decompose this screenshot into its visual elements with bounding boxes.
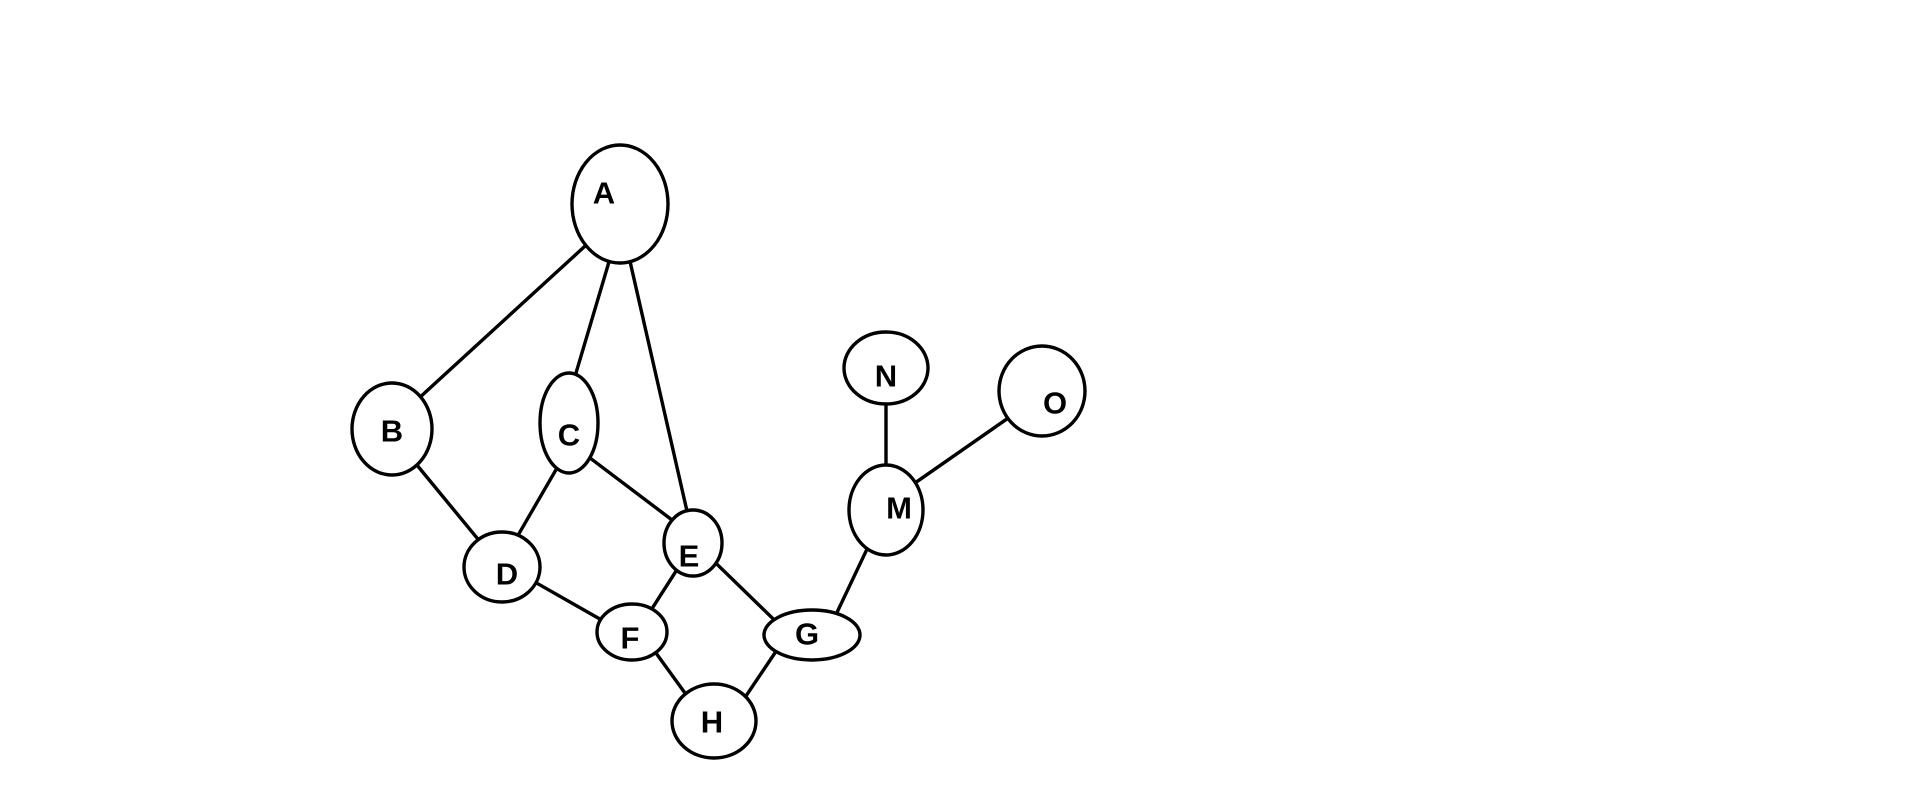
node-label-m: M [886, 491, 912, 526]
edge-f-h [654, 650, 688, 696]
node-label-n: N [875, 359, 897, 394]
edge-c-d [516, 466, 559, 537]
node-label-a: A [593, 176, 615, 211]
edge-g-h [743, 649, 778, 699]
edge-e-f [650, 568, 679, 611]
edge-a-e [628, 260, 689, 513]
edge-a-c [573, 259, 611, 376]
node-label-h: H [701, 705, 723, 740]
node-ellipse-c [538, 371, 600, 475]
edge-b-d [415, 463, 480, 542]
node-label-e: E [679, 539, 700, 574]
node-label-d: D [496, 557, 518, 592]
node-ellipse-m [847, 463, 925, 557]
node-ellipse-f [595, 602, 669, 662]
node-ellipse-n [842, 330, 930, 406]
node-ellipse-b [350, 381, 434, 477]
node-e: E [662, 508, 724, 578]
node-a: A [570, 143, 670, 265]
node-label-c: C [558, 418, 580, 453]
edge-c-e [588, 456, 674, 522]
edge-m-o [913, 416, 1010, 485]
edges-layer [415, 243, 1010, 699]
node-o: O [997, 344, 1087, 438]
node-ellipse-a [570, 143, 670, 265]
edge-a-b [418, 243, 588, 399]
node-d: D [462, 530, 542, 604]
edge-g-m [834, 547, 869, 616]
nodes-layer: A B C D E F G H M N O [350, 143, 1087, 760]
node-ellipse-d [462, 530, 542, 604]
node-h: H [670, 682, 758, 760]
node-m: M [847, 463, 925, 557]
node-n: N [842, 330, 930, 406]
node-g: G [762, 608, 862, 662]
node-ellipse-o [997, 344, 1087, 438]
edge-e-g [714, 561, 776, 622]
node-ellipse-e [662, 508, 724, 578]
node-label-g: G [795, 617, 819, 652]
node-label-b: B [381, 414, 403, 449]
node-f: F [595, 602, 669, 662]
node-label-f: F [621, 621, 640, 656]
node-b: B [350, 381, 434, 477]
node-label-o: O [1043, 386, 1067, 421]
edge-d-f [534, 581, 603, 622]
node-ellipse-g [762, 608, 862, 662]
node-c: C [538, 371, 600, 475]
node-ellipse-h [670, 682, 758, 760]
